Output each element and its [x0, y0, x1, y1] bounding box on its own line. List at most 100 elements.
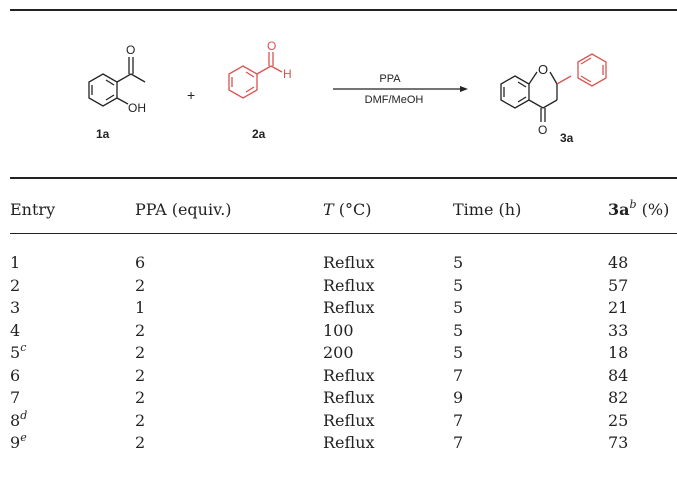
reactant-1a-oh: OH	[128, 101, 146, 115]
header-yield-compound: 3a	[608, 200, 630, 219]
cell-temperature-value: Reflux	[323, 433, 375, 452]
cell-temperature-value: Reflux	[323, 366, 375, 385]
cell-temperature: Reflux	[323, 388, 375, 408]
header-bottom-rule	[10, 233, 677, 234]
reactant-2a-h: H	[283, 67, 292, 81]
cell-entry-value: 5	[10, 343, 21, 362]
cell-temperature-value: Reflux	[323, 388, 375, 407]
cell-time: 7	[453, 366, 463, 386]
cell-time: 7	[453, 433, 463, 453]
header-temperature-unit: (°C)	[333, 200, 372, 219]
cell-time-value: 5	[453, 276, 464, 295]
cell-entry-value: 8	[10, 411, 21, 430]
cell-time-value: 7	[453, 433, 464, 452]
product-3a-keto-o: O	[538, 123, 547, 137]
header-time: Time (h)	[453, 200, 522, 219]
cell-ppa: 2	[135, 276, 145, 296]
cell-ppa: 2	[135, 321, 145, 341]
cell-temperature-value: 100	[323, 321, 354, 340]
cell-yield-value: 82	[608, 388, 629, 407]
cell-ppa-value: 6	[135, 253, 146, 272]
cell-entry: 8d	[10, 408, 28, 431]
cell-ppa: 2	[135, 411, 145, 431]
cell-ppa-value: 2	[135, 366, 146, 385]
header-entry: Entry	[10, 200, 56, 219]
cell-entry-footnote: e	[20, 430, 27, 444]
header-temperature-symbol: T	[323, 200, 334, 219]
cell-entry-value: 7	[10, 388, 21, 407]
cell-yield: 73	[608, 433, 628, 453]
cell-entry-footnote: d	[20, 408, 28, 422]
plus-sign: +	[187, 87, 195, 103]
cell-temperature-value: Reflux	[323, 253, 375, 272]
reaction-arrow	[333, 86, 468, 92]
cell-entry-value: 3	[10, 298, 21, 317]
reactant-2a-label: 2a	[252, 127, 266, 141]
cell-ppa: 1	[135, 298, 145, 318]
reactant-1a-structure	[88, 57, 146, 107]
cell-yield-value: 18	[608, 343, 629, 362]
cell-temperature: Reflux	[323, 298, 375, 318]
cell-time-value: 7	[453, 366, 464, 385]
cell-yield: 48	[608, 253, 628, 273]
cell-ppa: 2	[135, 366, 145, 386]
cell-ppa-value: 2	[135, 388, 146, 407]
top-rule	[10, 9, 677, 11]
cell-entry-value: 6	[10, 366, 21, 385]
reagent-above-arrow: PPA	[379, 73, 401, 85]
cell-time: 9	[453, 388, 463, 408]
reactant-2a-structure	[228, 52, 283, 99]
cell-yield: 21	[608, 298, 628, 318]
header-ppa: PPA (equiv.)	[135, 200, 232, 219]
reagent-below-arrow: DMF/MeOH	[365, 94, 424, 106]
reactant-1a-o: O	[126, 43, 135, 57]
cell-yield-value: 33	[608, 321, 629, 340]
cell-yield: 82	[608, 388, 628, 408]
cell-temperature: Reflux	[323, 276, 375, 296]
cell-entry-value: 9	[10, 433, 21, 452]
reactant-2a-o: O	[267, 39, 276, 53]
cell-yield-value: 73	[608, 433, 629, 452]
product-3a-phenyl	[556, 53, 607, 87]
cell-yield: 57	[608, 276, 628, 296]
cell-entry: 6	[10, 366, 20, 386]
cell-ppa-value: 1	[135, 298, 146, 317]
cell-temperature: Reflux	[323, 433, 375, 453]
cell-time: 5	[453, 343, 463, 363]
reactant-1a-label: 1a	[96, 127, 110, 141]
cell-time: 5	[453, 253, 463, 273]
cell-yield: 84	[608, 366, 628, 386]
cell-entry-value: 1	[10, 253, 21, 272]
cell-entry-value: 4	[10, 321, 21, 340]
cell-time: 5	[453, 298, 463, 318]
cell-time-value: 5	[453, 321, 464, 340]
cell-temperature: Reflux	[323, 411, 375, 431]
cell-temperature: Reflux	[323, 366, 375, 386]
cell-yield-value: 84	[608, 366, 629, 385]
cell-ppa-value: 2	[135, 411, 146, 430]
cell-yield-value: 48	[608, 253, 629, 272]
cell-temperature-value: Reflux	[323, 411, 375, 430]
cell-ppa-value: 2	[135, 321, 146, 340]
header-yield-unit: (%)	[636, 200, 670, 219]
cell-ppa: 2	[135, 433, 145, 453]
cell-time: 5	[453, 276, 463, 296]
product-3a-ring-o: O	[538, 62, 548, 77]
cell-temperature: Reflux	[323, 253, 375, 273]
cell-yield: 33	[608, 321, 628, 341]
cell-temperature-value: Reflux	[323, 276, 375, 295]
cell-entry: 4	[10, 321, 20, 341]
cell-entry: 3	[10, 298, 20, 318]
cell-yield: 25	[608, 411, 628, 431]
cell-time-value: 5	[453, 343, 464, 362]
cell-yield-value: 21	[608, 298, 629, 317]
cell-time-value: 9	[453, 388, 464, 407]
header-yield: 3ab (%)	[608, 197, 670, 220]
header-yield-footnote: b	[629, 197, 637, 211]
cell-ppa-value: 2	[135, 343, 146, 362]
cell-temperature: 200	[323, 343, 354, 363]
header-temperature: T (°C)	[323, 200, 371, 220]
cell-ppa-value: 2	[135, 433, 146, 452]
cell-entry: 2	[10, 276, 20, 296]
cell-yield-value: 57	[608, 276, 629, 295]
